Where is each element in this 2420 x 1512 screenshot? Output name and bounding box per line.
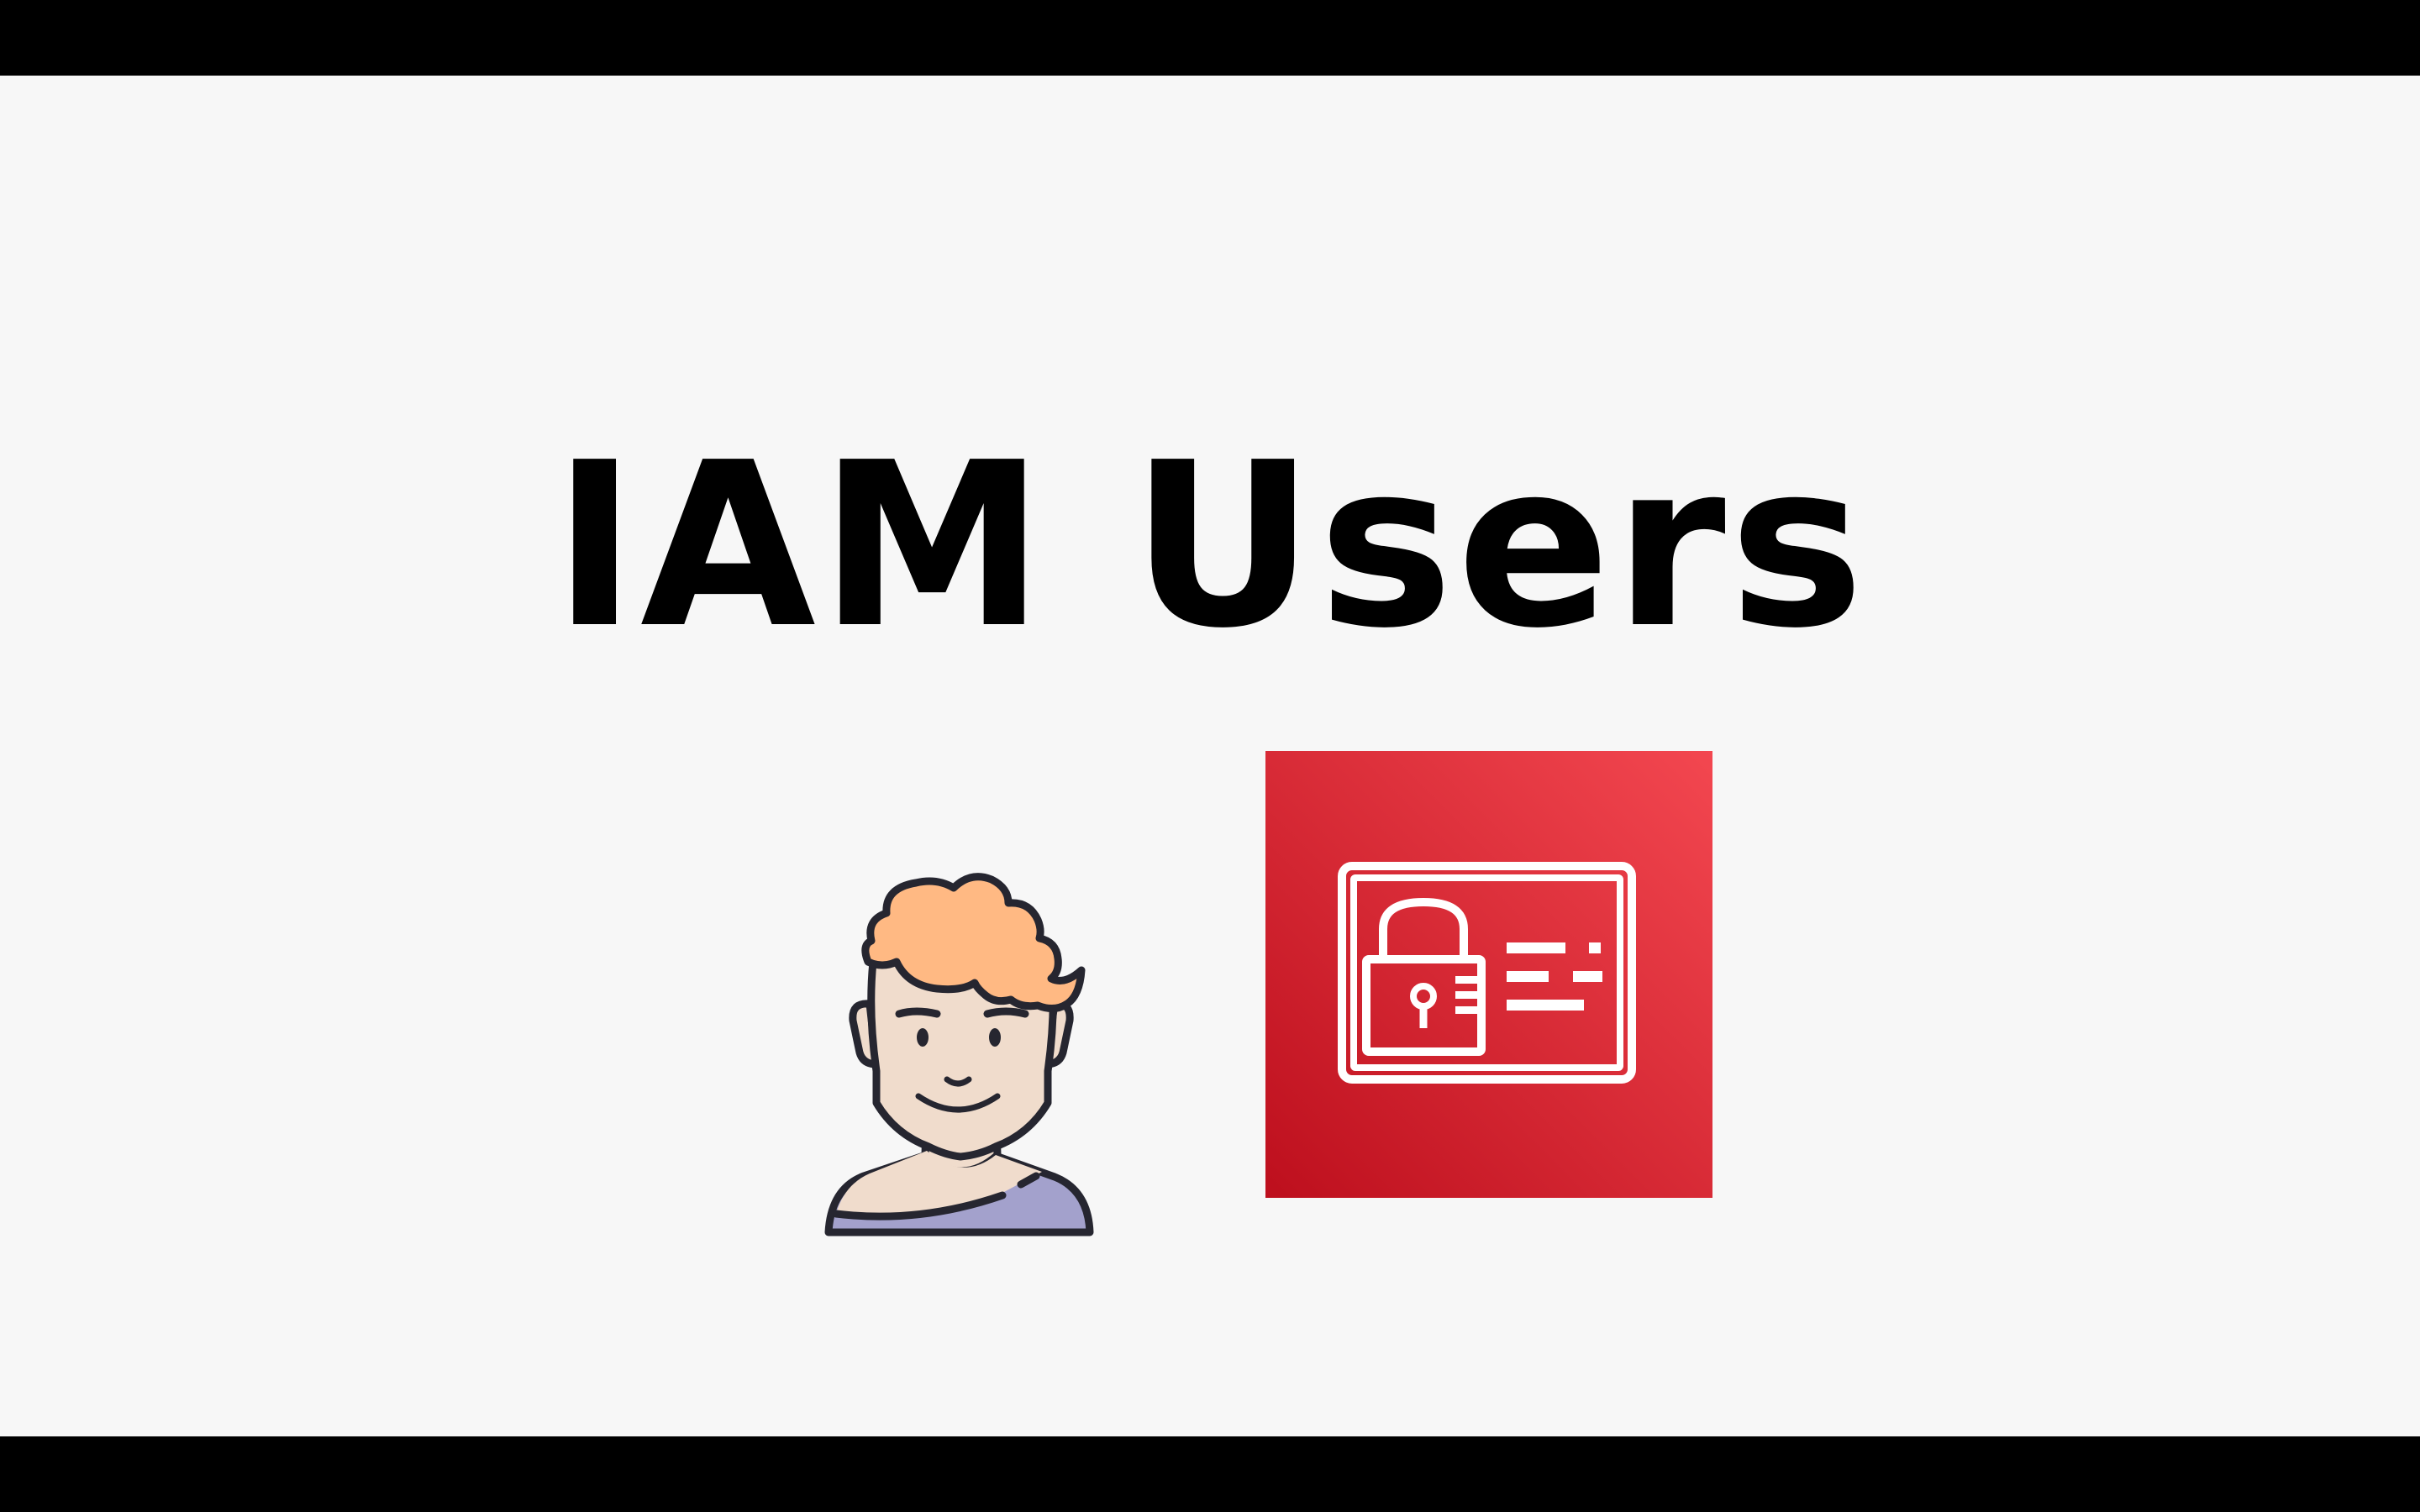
iam-credentials-lock-icon [1265, 751, 1712, 1198]
letterbox-bottom [0, 1436, 2420, 1512]
slide: IAM Users [0, 76, 2420, 1436]
letterbox-top [0, 0, 2420, 76]
slide-title: IAM Users [552, 413, 1868, 678]
user-avatar-icon [824, 873, 1094, 1236]
